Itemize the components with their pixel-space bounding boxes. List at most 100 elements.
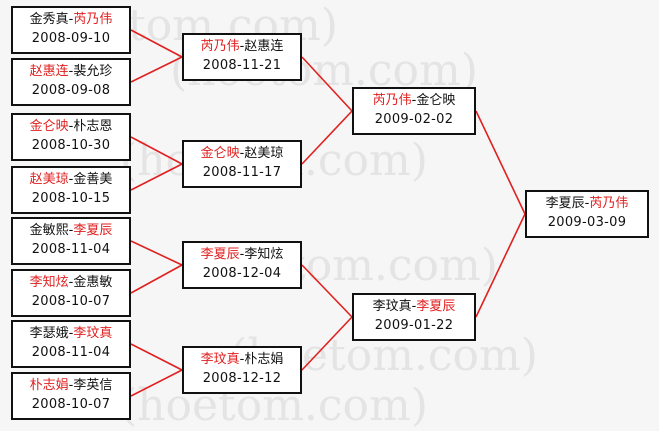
match-box: 李知炫-金惠敏 2008-10-07 <box>11 269 131 317</box>
player-separator: - <box>68 378 74 393</box>
player-separator: - <box>68 223 74 238</box>
match-date: 2008-09-08 <box>31 83 111 98</box>
match-box: 赵美琼-金善美 2008-10-15 <box>11 166 131 214</box>
player-one-name: 李玟真 <box>372 299 412 314</box>
match-box: 金敏熙-李夏辰 2008-11-04 <box>11 217 131 265</box>
player-separator: - <box>239 39 245 54</box>
match-date: 2008-10-15 <box>31 191 111 206</box>
connector-line <box>130 343 183 371</box>
match-date: 2008-12-12 <box>202 371 282 386</box>
connector-line <box>130 240 183 266</box>
player-one-name: 李玟真 <box>200 352 240 367</box>
connector-line <box>130 264 183 294</box>
match-players: 李知炫-金惠敏 <box>13 273 129 292</box>
player-one-name: 李知炫 <box>29 275 69 290</box>
player-one-name: 朴志娟 <box>29 378 69 393</box>
player-one-name: 金仑映 <box>200 146 240 161</box>
player-one-name: 金仑映 <box>29 119 69 134</box>
connector-line <box>301 56 353 112</box>
player-one-name: 李夏辰 <box>545 196 585 211</box>
match-date: 2009-03-09 <box>547 215 627 230</box>
match-players: 李瑟娥-李玟真 <box>13 324 129 343</box>
player-two-name: 芮乃伟 <box>73 12 113 27</box>
match-players: 赵美琼-金善美 <box>13 170 129 189</box>
match-date: 2008-10-07 <box>31 294 111 309</box>
player-two-name: 朴志恩 <box>73 119 113 134</box>
connector-line <box>130 29 183 58</box>
match-date: 2008-11-04 <box>31 242 111 257</box>
player-one-name: 赵美琼 <box>29 172 69 187</box>
match-box: 李夏辰-李知炫 2008-12-04 <box>182 241 302 289</box>
match-date: 2009-02-02 <box>374 112 454 127</box>
match-box: 芮乃伟-赵惠连 2008-11-21 <box>182 33 302 81</box>
match-players: 李玟真-李夏辰 <box>354 297 474 316</box>
connector-line <box>130 136 183 165</box>
player-separator: - <box>68 64 74 79</box>
player-separator: - <box>68 172 74 187</box>
player-two-name: 金惠敏 <box>73 275 113 290</box>
player-two-name: 赵美琼 <box>244 146 284 161</box>
match-players: 芮乃伟-金仑映 <box>354 91 474 110</box>
player-one-name: 李夏辰 <box>200 247 240 262</box>
player-two-name: 李玟真 <box>73 326 113 341</box>
player-two-name: 李夏辰 <box>73 223 113 238</box>
player-separator: - <box>411 93 417 108</box>
match-players: 金仑映-赵美琼 <box>184 144 300 163</box>
player-separator: - <box>68 12 74 27</box>
connector-line <box>130 163 183 191</box>
match-players: 李玟真-朴志娟 <box>184 350 300 369</box>
match-date: 2008-12-04 <box>202 266 282 281</box>
player-separator: - <box>239 247 245 262</box>
player-separator: - <box>239 352 245 367</box>
match-players: 朴志娟-李英信 <box>13 376 129 395</box>
player-one-name: 金敏熙 <box>29 223 69 238</box>
match-date: 2009-01-22 <box>374 318 454 333</box>
player-separator: - <box>584 196 590 211</box>
match-players: 金敏熙-李夏辰 <box>13 221 129 240</box>
player-two-name: 裴允珍 <box>73 64 113 79</box>
match-players: 芮乃伟-赵惠连 <box>184 37 300 56</box>
match-date: 2008-11-21 <box>202 58 282 73</box>
player-separator: - <box>239 146 245 161</box>
match-players: 李夏辰-李知炫 <box>184 245 300 264</box>
match-box: 李玟真-李夏辰 2009-01-22 <box>352 293 476 341</box>
match-box: 金仑映-朴志恩 2008-10-30 <box>11 113 131 161</box>
player-separator: - <box>68 275 74 290</box>
match-date: 2008-10-30 <box>31 138 111 153</box>
match-players: 金秀真-芮乃伟 <box>13 10 129 29</box>
player-separator: - <box>411 299 417 314</box>
player-two-name: 李英信 <box>73 378 113 393</box>
match-box: 李夏辰-芮乃伟 2009-03-09 <box>525 190 649 238</box>
player-two-name: 金善美 <box>73 172 113 187</box>
match-players: 赵惠连-裴允珍 <box>13 62 129 81</box>
player-one-name: 芮乃伟 <box>200 39 240 54</box>
match-box: 李玟真-朴志娟 2008-12-12 <box>182 346 302 394</box>
player-separator: - <box>68 326 74 341</box>
player-two-name: 金仑映 <box>416 93 456 108</box>
player-one-name: 金秀真 <box>29 12 69 27</box>
player-one-name: 芮乃伟 <box>372 93 412 108</box>
player-two-name: 芮乃伟 <box>589 196 629 211</box>
connector-line <box>130 369 183 397</box>
connector-line <box>301 316 353 371</box>
connector-line <box>301 110 353 165</box>
player-separator: - <box>68 119 74 134</box>
connector-line <box>301 264 353 318</box>
player-two-name: 李夏辰 <box>416 299 456 314</box>
player-one-name: 赵惠连 <box>29 64 69 79</box>
player-one-name: 李瑟娥 <box>29 326 69 341</box>
match-box: 赵惠连-裴允珍 2008-09-08 <box>11 58 131 106</box>
connector-line <box>130 56 183 83</box>
match-players: 李夏辰-芮乃伟 <box>527 194 647 213</box>
match-box: 芮乃伟-金仑映 2009-02-02 <box>352 87 476 135</box>
match-players: 金仑映-朴志恩 <box>13 117 129 136</box>
match-date: 2008-11-04 <box>31 345 111 360</box>
player-two-name: 李知炫 <box>244 247 284 262</box>
player-two-name: 朴志娟 <box>244 352 284 367</box>
player-two-name: 赵惠连 <box>244 39 284 54</box>
match-date: 2008-10-07 <box>31 397 111 412</box>
